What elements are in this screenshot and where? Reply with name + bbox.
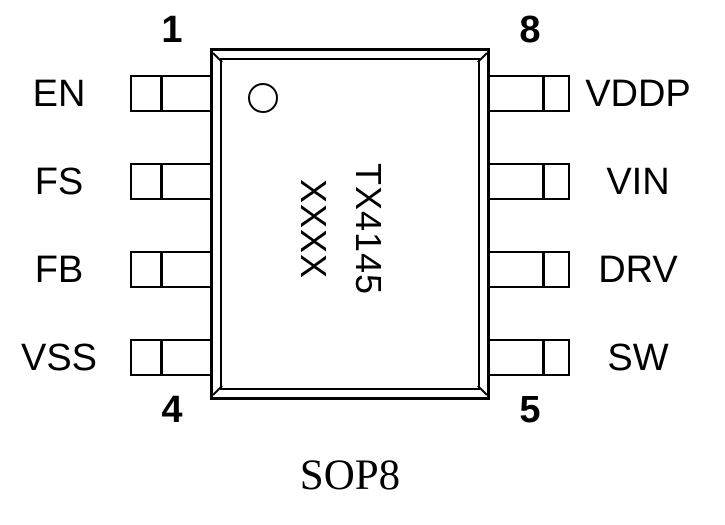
ic-package-inner-outline [220,58,480,390]
pin-number-1: 1 [161,9,183,51]
pin-lead-divider [542,253,545,286]
pin-7-lead [488,163,570,200]
pin-number-8: 8 [519,9,541,51]
pin-3-lead [130,251,212,288]
pin-4-lead [130,339,212,376]
pin-lead-divider [160,77,163,110]
pin-label-drv: DRV [598,249,678,291]
pin-6-lead [488,251,570,288]
pin-2-lead [130,163,212,200]
pin-lead-divider [542,341,545,374]
package-type-label: SOP8 [299,452,401,499]
ic-marking: TX4145 XXXX [286,163,396,295]
pin-label-en: EN [32,73,86,115]
pin-lead-divider [160,341,163,374]
pin-1-lead [130,75,212,112]
pin-5-lead [488,339,570,376]
pin-lead-divider [160,165,163,198]
pin-label-vin: VIN [606,161,670,203]
ic-marking-lot-code: XXXX [293,178,334,280]
pin-lead-divider [542,77,545,110]
pin1-indicator-dot [248,83,278,113]
pin-number-5: 5 [519,389,541,431]
pin-lead-divider [160,253,163,286]
pin-lead-divider [542,165,545,198]
pin-label-sw: SW [607,337,669,379]
ic-package-body: TX4145 XXXX [210,48,490,400]
pin-label-vss: VSS [20,337,98,379]
pin-label-fs: FS [34,161,84,203]
pin-8-lead [488,75,570,112]
pin-label-vddp: VDDP [585,73,691,115]
pin-number-4: 4 [161,389,183,431]
ic-marking-part-number: TX4145 [348,162,389,296]
pin-label-fb: FB [34,249,84,291]
